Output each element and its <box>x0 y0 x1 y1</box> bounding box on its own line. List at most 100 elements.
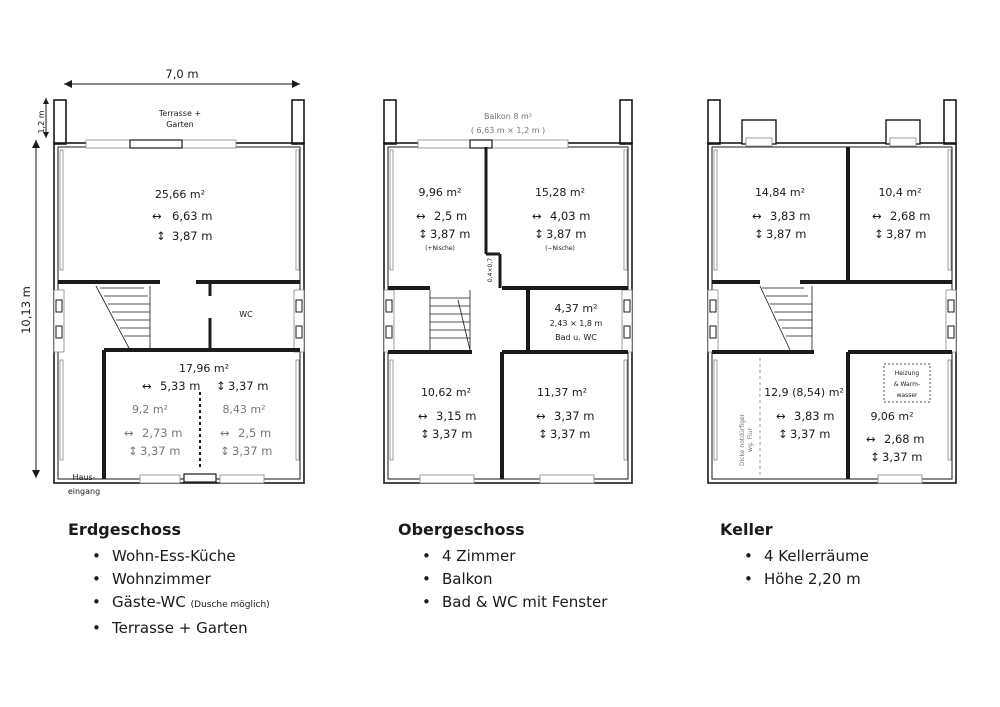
bath-area: 4,37 m² <box>554 302 597 315</box>
depth-icon: ↕ <box>420 427 430 441</box>
left-room-depth: 3,37 m <box>140 444 180 458</box>
top-left-note: (+Nische) <box>425 245 455 252</box>
main-room-area: 25,66 m² <box>155 188 205 201</box>
width-icon: ↔ <box>418 409 428 423</box>
top-left-width: 3,83 m <box>770 209 810 223</box>
entrance-label-line2: eingang <box>68 487 100 496</box>
staircase <box>429 290 471 351</box>
wall-note-line2: wg. Flur <box>747 428 754 452</box>
width-icon: ↔ <box>532 209 542 223</box>
balcony-label: Balkon 8 m² <box>484 112 532 121</box>
width-icon: ↔ <box>416 209 426 223</box>
plan-erdgeschoss: 7,0 m 10,13 m 1,2 m <box>19 67 305 496</box>
feature-item: 4 Kellerräume <box>744 545 869 568</box>
top-right-area: 15,28 m² <box>535 186 585 199</box>
feature-list: 4 Zimmer Balkon Bad & WC mit Fenster <box>398 545 607 614</box>
right-room-depth: 3,37 m <box>232 444 272 458</box>
width-icon: ↔ <box>536 409 546 423</box>
legend-obergeschoss: Obergeschoss 4 Zimmer Balkon Bad & WC mi… <box>398 520 607 614</box>
hall-area: 17,96 m² <box>179 362 229 375</box>
balcony-dims: ( 6,63 m × 1,2 m ) <box>471 126 545 135</box>
top-left-area: 9,96 m² <box>418 186 461 199</box>
feature-note: (Dusche möglich) <box>190 600 270 610</box>
legend-heading: Obergeschoss <box>398 520 525 539</box>
left-room-area: 9,2 m² <box>132 403 168 416</box>
width-icon: ↔ <box>752 209 762 223</box>
depth-icon: ↕ <box>216 379 226 393</box>
width-label: 7,0 m <box>165 67 198 81</box>
plan-keller: 14,84 m² ↔ 3,83 m ↕ 3,87 m 10,4 m² ↔ 2,6… <box>707 99 957 484</box>
width-icon: ↔ <box>124 426 134 440</box>
height-dimension: 10,13 m 1,2 m <box>19 98 49 478</box>
plan-obergeschoss: Balkon 8 m² ( 6,63 m × 1,2 m ) 0,4×0,7 <box>383 99 633 484</box>
bottom-right-depth: 3,37 m <box>550 427 590 441</box>
top-right-width: 2,68 m <box>890 209 930 223</box>
feature-item: Terrasse + Garten <box>92 617 270 640</box>
depth-icon: ↕ <box>534 227 544 241</box>
legend-keller: Keller 4 Kellerräume Höhe 2,20 m <box>720 520 869 591</box>
bottom-left-width: 3,83 m <box>794 409 834 423</box>
heating-box <box>883 363 931 403</box>
top-left-area: 14,84 m² <box>755 186 805 199</box>
bottom-right-width: 3,37 m <box>554 409 594 423</box>
partition-label: 0,4×0,7 <box>487 258 494 282</box>
depth-icon: ↕ <box>128 444 138 458</box>
main-room-width: 6,63 m <box>172 209 212 223</box>
hall-depth: 3,37 m <box>228 379 268 393</box>
feature-item: Gäste-WC (Dusche möglich) <box>92 591 270 617</box>
bath-label: Bad u. WC <box>555 333 597 342</box>
depth-icon: ↕ <box>870 450 880 464</box>
wc-label: WC <box>239 310 253 319</box>
feature-item: Wohnzimmer <box>92 568 270 591</box>
top-left-width: 2,5 m <box>434 209 467 223</box>
entrance-label-line1: Haus- <box>72 473 95 482</box>
bottom-right-depth: 3,37 m <box>882 450 922 464</box>
terrace-label-line1: Terrasse + <box>158 109 201 118</box>
feature-item: Balkon <box>422 568 607 591</box>
legend-heading: Erdgeschoss <box>68 520 182 539</box>
width-icon: ↔ <box>142 379 152 393</box>
bottom-left-depth: 3,37 m <box>790 427 830 441</box>
right-room-width: 2,5 m <box>238 426 271 440</box>
bottom-left-area: 12,9 (8,54) m² <box>764 386 844 399</box>
feature-list: Wohn-Ess-Küche Wohnzimmer Gäste-WC (Dusc… <box>68 545 270 640</box>
top-left-depth: 3,87 m <box>430 227 470 241</box>
top-right-width: 4,03 m <box>550 209 590 223</box>
heating-label-line3: wasser <box>897 392 919 399</box>
feature-item: Bad & WC mit Fenster <box>422 591 607 614</box>
terrace-depth-label: 1,2 m <box>37 110 46 133</box>
height-label: 10,13 m <box>19 286 33 334</box>
legend-erdgeschoss: Erdgeschoss Wohn-Ess-Küche Wohnzimmer Gä… <box>68 520 270 640</box>
feature-item: 4 Zimmer <box>422 545 607 568</box>
depth-icon: ↕ <box>778 427 788 441</box>
terrace-label-line2: Garten <box>166 120 194 129</box>
width-icon: ↔ <box>220 426 230 440</box>
left-room-width: 2,73 m <box>142 426 182 440</box>
width-dimension: 7,0 m <box>64 67 300 88</box>
staircase <box>759 285 813 351</box>
bottom-right-area: 11,37 m² <box>537 386 587 399</box>
feature-list: 4 Kellerräume Höhe 2,20 m <box>720 545 869 591</box>
main-room-depth: 3,87 m <box>172 229 212 243</box>
depth-icon: ↕ <box>538 427 548 441</box>
width-icon: ↔ <box>866 432 876 446</box>
heating-label-line2: & Warm- <box>894 381 920 388</box>
top-left-depth: 3,87 m <box>766 227 806 241</box>
heating-label-line1: Heizung <box>895 370 920 377</box>
staircase <box>95 285 151 351</box>
depth-icon: ↕ <box>156 229 166 243</box>
feature-item: Wohn-Ess-Küche <box>92 545 270 568</box>
bottom-left-area: 10,62 m² <box>421 386 471 399</box>
bottom-right-width: 2,68 m <box>884 432 924 446</box>
top-right-depth: 3,87 m <box>886 227 926 241</box>
top-right-depth: 3,87 m <box>546 227 586 241</box>
bath-dims: 2,43 × 1,8 m <box>550 319 603 328</box>
depth-icon: ↕ <box>874 227 884 241</box>
width-icon: ↔ <box>776 409 786 423</box>
top-right-note: (−Nische) <box>545 245 575 252</box>
depth-icon: ↕ <box>418 227 428 241</box>
legend-heading: Keller <box>720 520 773 539</box>
wall-note-line1: Dicke notdürfiger <box>739 413 746 466</box>
depth-icon: ↕ <box>754 227 764 241</box>
